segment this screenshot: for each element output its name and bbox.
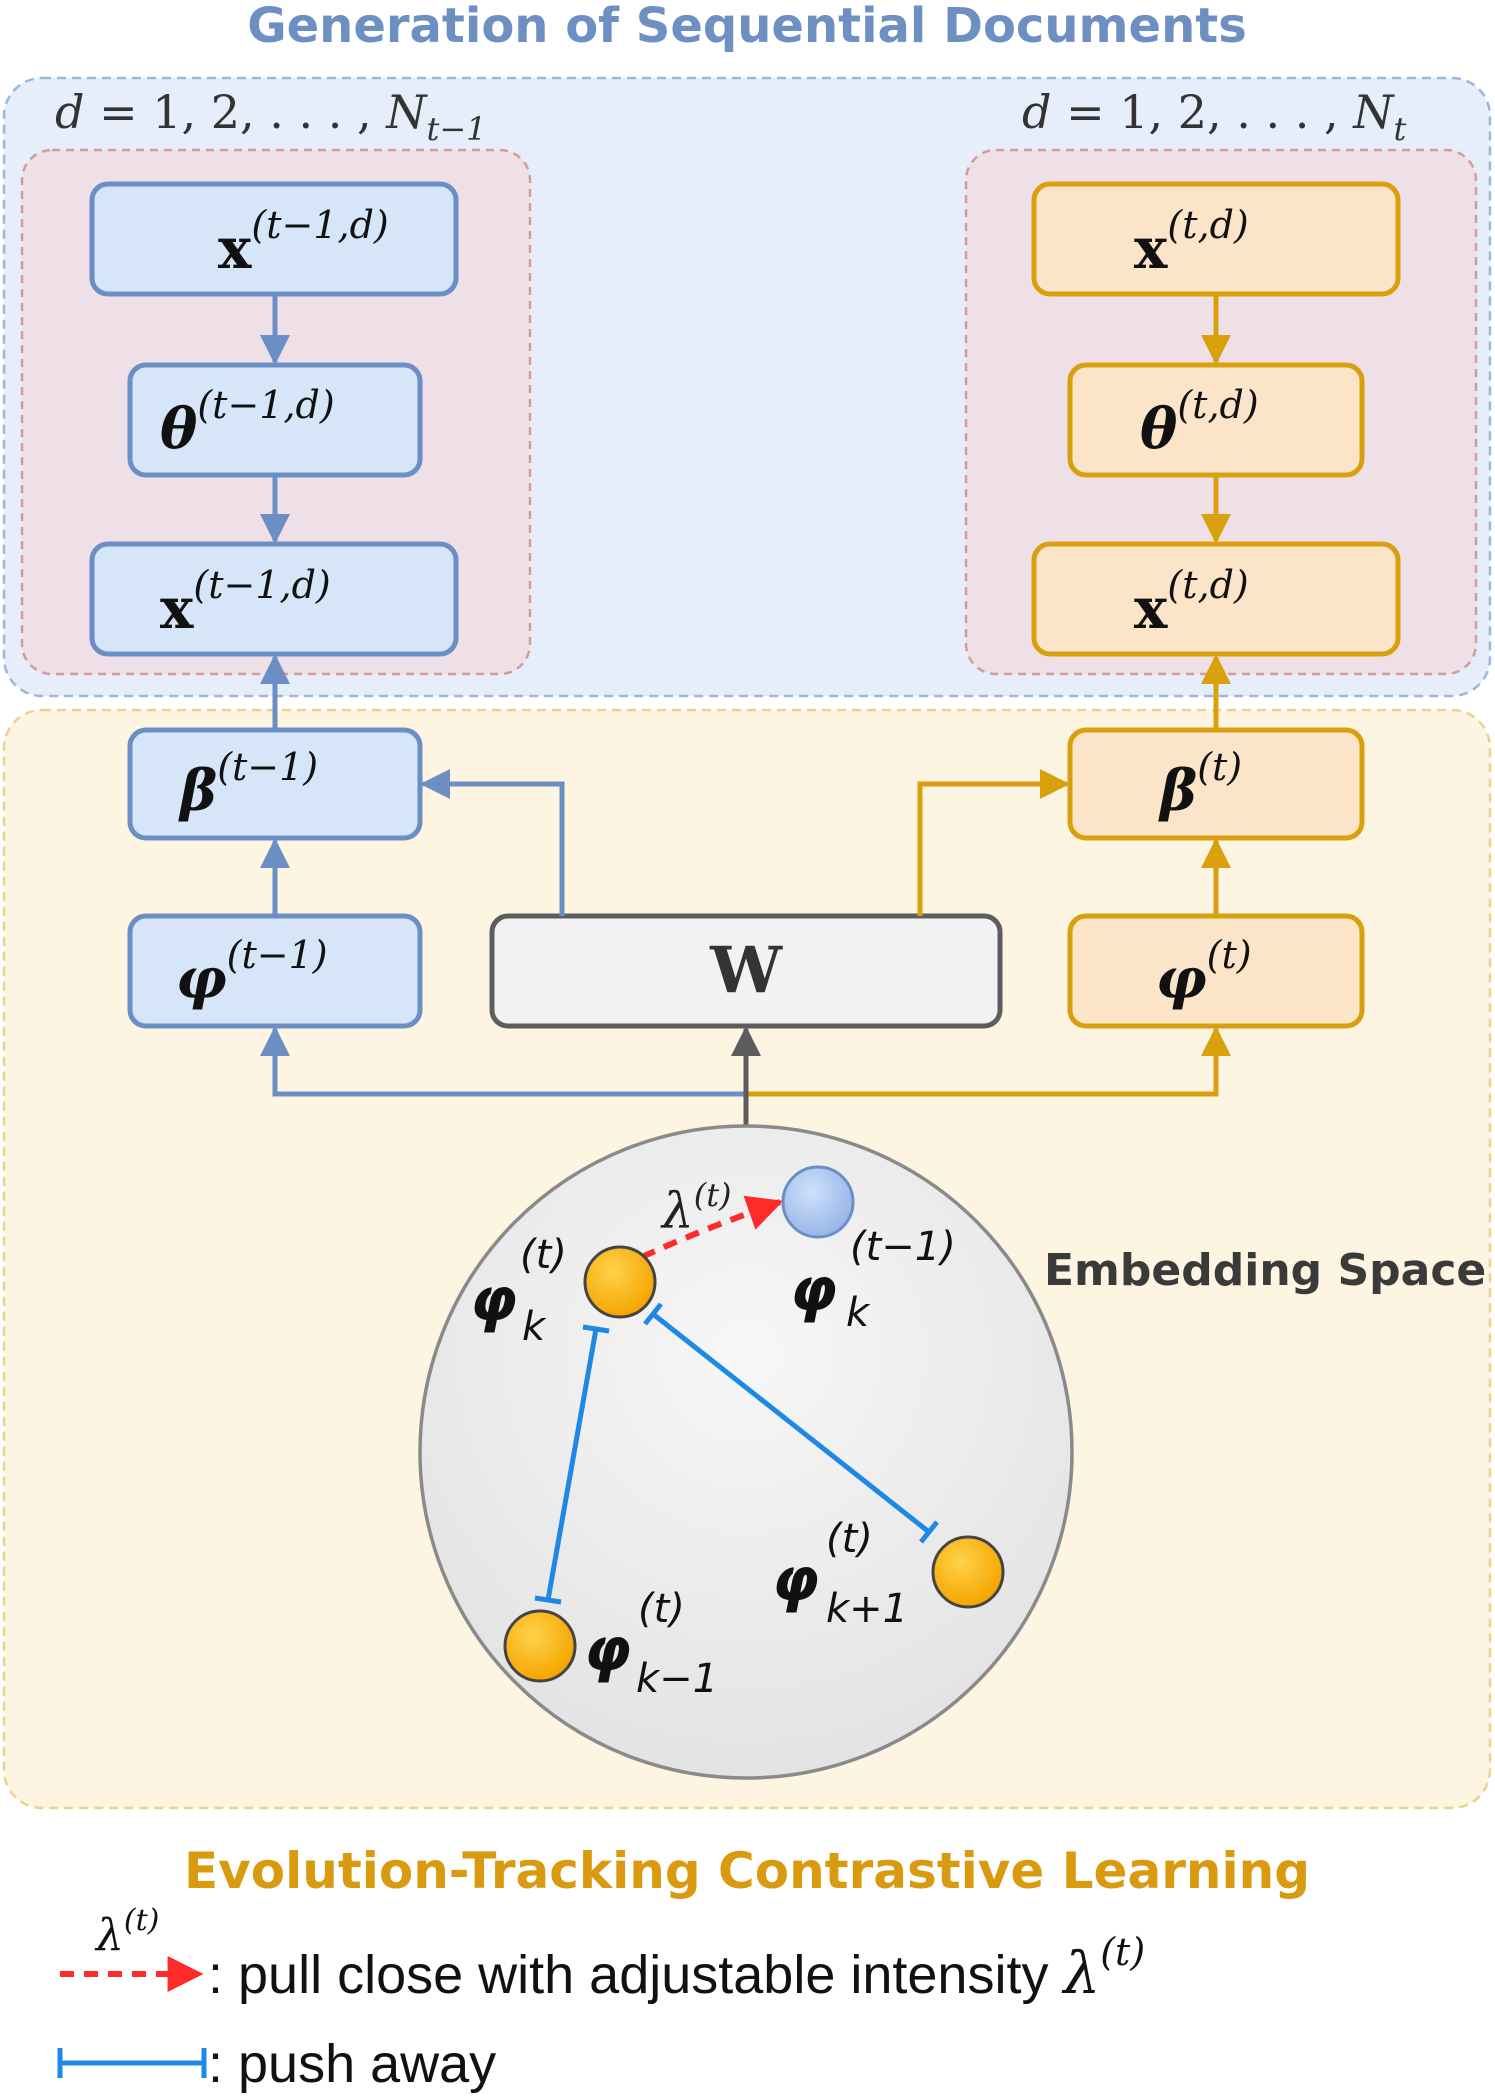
right-theta-base: θ [1140,396,1178,462]
pull-lambda-sup: (t) [694,1176,732,1214]
right-beta-base: β [1158,758,1197,824]
label-phi-k-prev-base: φ [790,1255,837,1325]
legend-pull-symbol-base: λ [1061,1939,1100,2007]
label-phi-k-t-sub: k [522,1304,547,1350]
label-phi-k-minus-1-base: φ [584,1615,631,1685]
svg-text:β(t−1): β(t−1) [178,745,318,824]
diagram-title: Generation of Sequential Documents [247,0,1247,54]
left-doc-var: d [55,85,84,139]
svg-text:θ(t,d): θ(t,d) [1140,383,1259,462]
point-phi-k-t [583,1245,657,1319]
left-phi-sup: (t−1) [227,933,328,977]
section-label: Evolution-Tracking Contrastive Learning [184,1842,1310,1900]
left-theta-sup: (t−1,d) [197,383,334,427]
right-x-bottom-node: x(t,d) [1031,541,1401,657]
right-x-bottom-base: x [1134,576,1168,642]
right-x-bottom-sup: (t,d) [1167,563,1248,607]
svg-text:x(t,d): x(t,d) [1134,203,1249,282]
left-theta-node: θ(t−1,d) [127,362,423,478]
svg-text:β(t): β(t) [1158,745,1242,824]
left-x-bottom-base: x [160,576,194,642]
right-x-top-base: x [1134,216,1168,282]
right-phi-node: φ(t) [1067,913,1365,1029]
right-phi-base: φ [1156,946,1207,1012]
svg-text:φ(t): φ(t) [1156,933,1252,1012]
legend-pull-item: λ(t) : pull close with adjustable intens… [60,1903,1145,2007]
left-phi-base: φ [176,946,227,1012]
legend-push-item: : push away [57,2034,496,2094]
right-doc-N-sub: t [1394,110,1407,148]
left-beta-node: β(t−1) [127,727,423,841]
svg-text:x(t−1,d): x(t−1,d) [218,203,389,282]
left-x-bottom-node: x(t−1,d) [89,541,459,657]
right-beta-sup: (t) [1197,745,1242,789]
left-doc-eq: = 1, 2, . . . , [84,85,386,139]
legend-pull-text: : pull close with adjustable intensity [208,1945,1063,2005]
pull-lambda-label: λ(t) [660,1176,732,1240]
left-x-top-node: x(t−1,d) [89,181,459,297]
left-theta-base: θ [160,396,198,462]
svg-text:: pull close with adjustable i: : pull close with adjustable intensity λ… [208,1930,1145,2007]
left-x-bottom-sup: (t−1,d) [193,563,330,607]
legend-pull-symbol-sup: (t) [1100,1930,1145,1974]
label-phi-k-minus-1-sup: (t) [638,1586,685,1632]
right-doc-range: d = 1, 2, . . . , Nt [1022,85,1407,148]
label-phi-k-prev: φ (t−1) k [790,1224,956,1336]
label-phi-k-t: φ (t) k [470,1232,567,1350]
label-phi-k-plus-1-sup: (t) [826,1516,873,1562]
embedding-sphere [418,1124,1074,1780]
left-doc-N-sub: t−1 [427,110,487,148]
label-phi-k-minus-1-sub: k−1 [636,1656,718,1702]
label-phi-k-plus-1-sub: k+1 [826,1586,908,1632]
label-phi-k-minus-1: φ (t) k−1 [584,1586,718,1702]
embedding-to-left-phi-arrow [260,1026,746,1097]
label-phi-k-plus-1-base: φ [772,1545,819,1615]
w-to-right-beta-arrow [917,769,1070,916]
left-doc-range: d = 1, 2, . . . , Nt−1 [55,85,487,148]
right-phi-sup: (t) [1207,933,1252,977]
svg-text:x(t−1,d): x(t−1,d) [160,563,331,642]
right-x-top-sup: (t,d) [1167,203,1248,247]
embedding-space-label: Embedding Space [1044,1245,1486,1296]
left-x-top-sup: (t−1,d) [251,203,388,247]
push-away-link-k-minus-1 [534,1324,610,1605]
legend-pull-lambda-sup: (t) [124,1903,159,1938]
label-phi-k-t-sup: (t) [520,1232,567,1278]
point-phi-k-plus-1 [931,1535,1005,1609]
right-doc-N: N [1352,85,1395,139]
left-x-top-base: x [218,216,252,282]
label-phi-k-prev-sup: (t−1) [850,1224,956,1270]
label-phi-k-plus-1: φ (t) k+1 [772,1516,908,1632]
right-doc-eq: = 1, 2, . . . , [1051,85,1353,139]
right-doc-var: d [1022,85,1051,139]
left-doc-N: N [385,85,428,139]
legend-push-text: : push away [208,2034,496,2094]
right-x-top-node: x(t,d) [1031,181,1401,297]
legend: λ(t) : pull close with adjustable intens… [57,1903,1145,2094]
point-phi-k-minus-1 [503,1609,577,1683]
point-phi-k-prev [781,1165,855,1239]
right-theta-sup: (t,d) [1177,383,1258,427]
svg-text:x(t,d): x(t,d) [1134,563,1249,642]
right-theta-node: θ(t,d) [1067,362,1365,478]
pull-close-link [640,1195,784,1260]
left-phi-node: φ(t−1) [127,913,423,1029]
legend-pull-lambda-base: λ [94,1910,124,1961]
w-matrix-label: W [709,933,783,1008]
push-away-link-k-plus-1 [643,1302,939,1544]
svg-text:λ(t): λ(t) [94,1903,159,1961]
label-phi-k-prev-sub: k [846,1290,871,1336]
left-beta-base: β [178,758,217,824]
right-beta-node: β(t) [1067,727,1365,841]
w-matrix-node: W [489,913,1003,1029]
left-beta-sup: (t−1) [217,745,318,789]
svg-text:φ(t−1): φ(t−1) [176,933,328,1012]
pull-lambda-base: λ [660,1182,694,1240]
svg-text:θ(t−1,d): θ(t−1,d) [160,383,335,462]
w-to-left-beta-arrow [420,769,565,916]
embedding-to-right-phi-arrow [746,1026,1231,1097]
label-phi-k-t-base: φ [470,1265,517,1335]
